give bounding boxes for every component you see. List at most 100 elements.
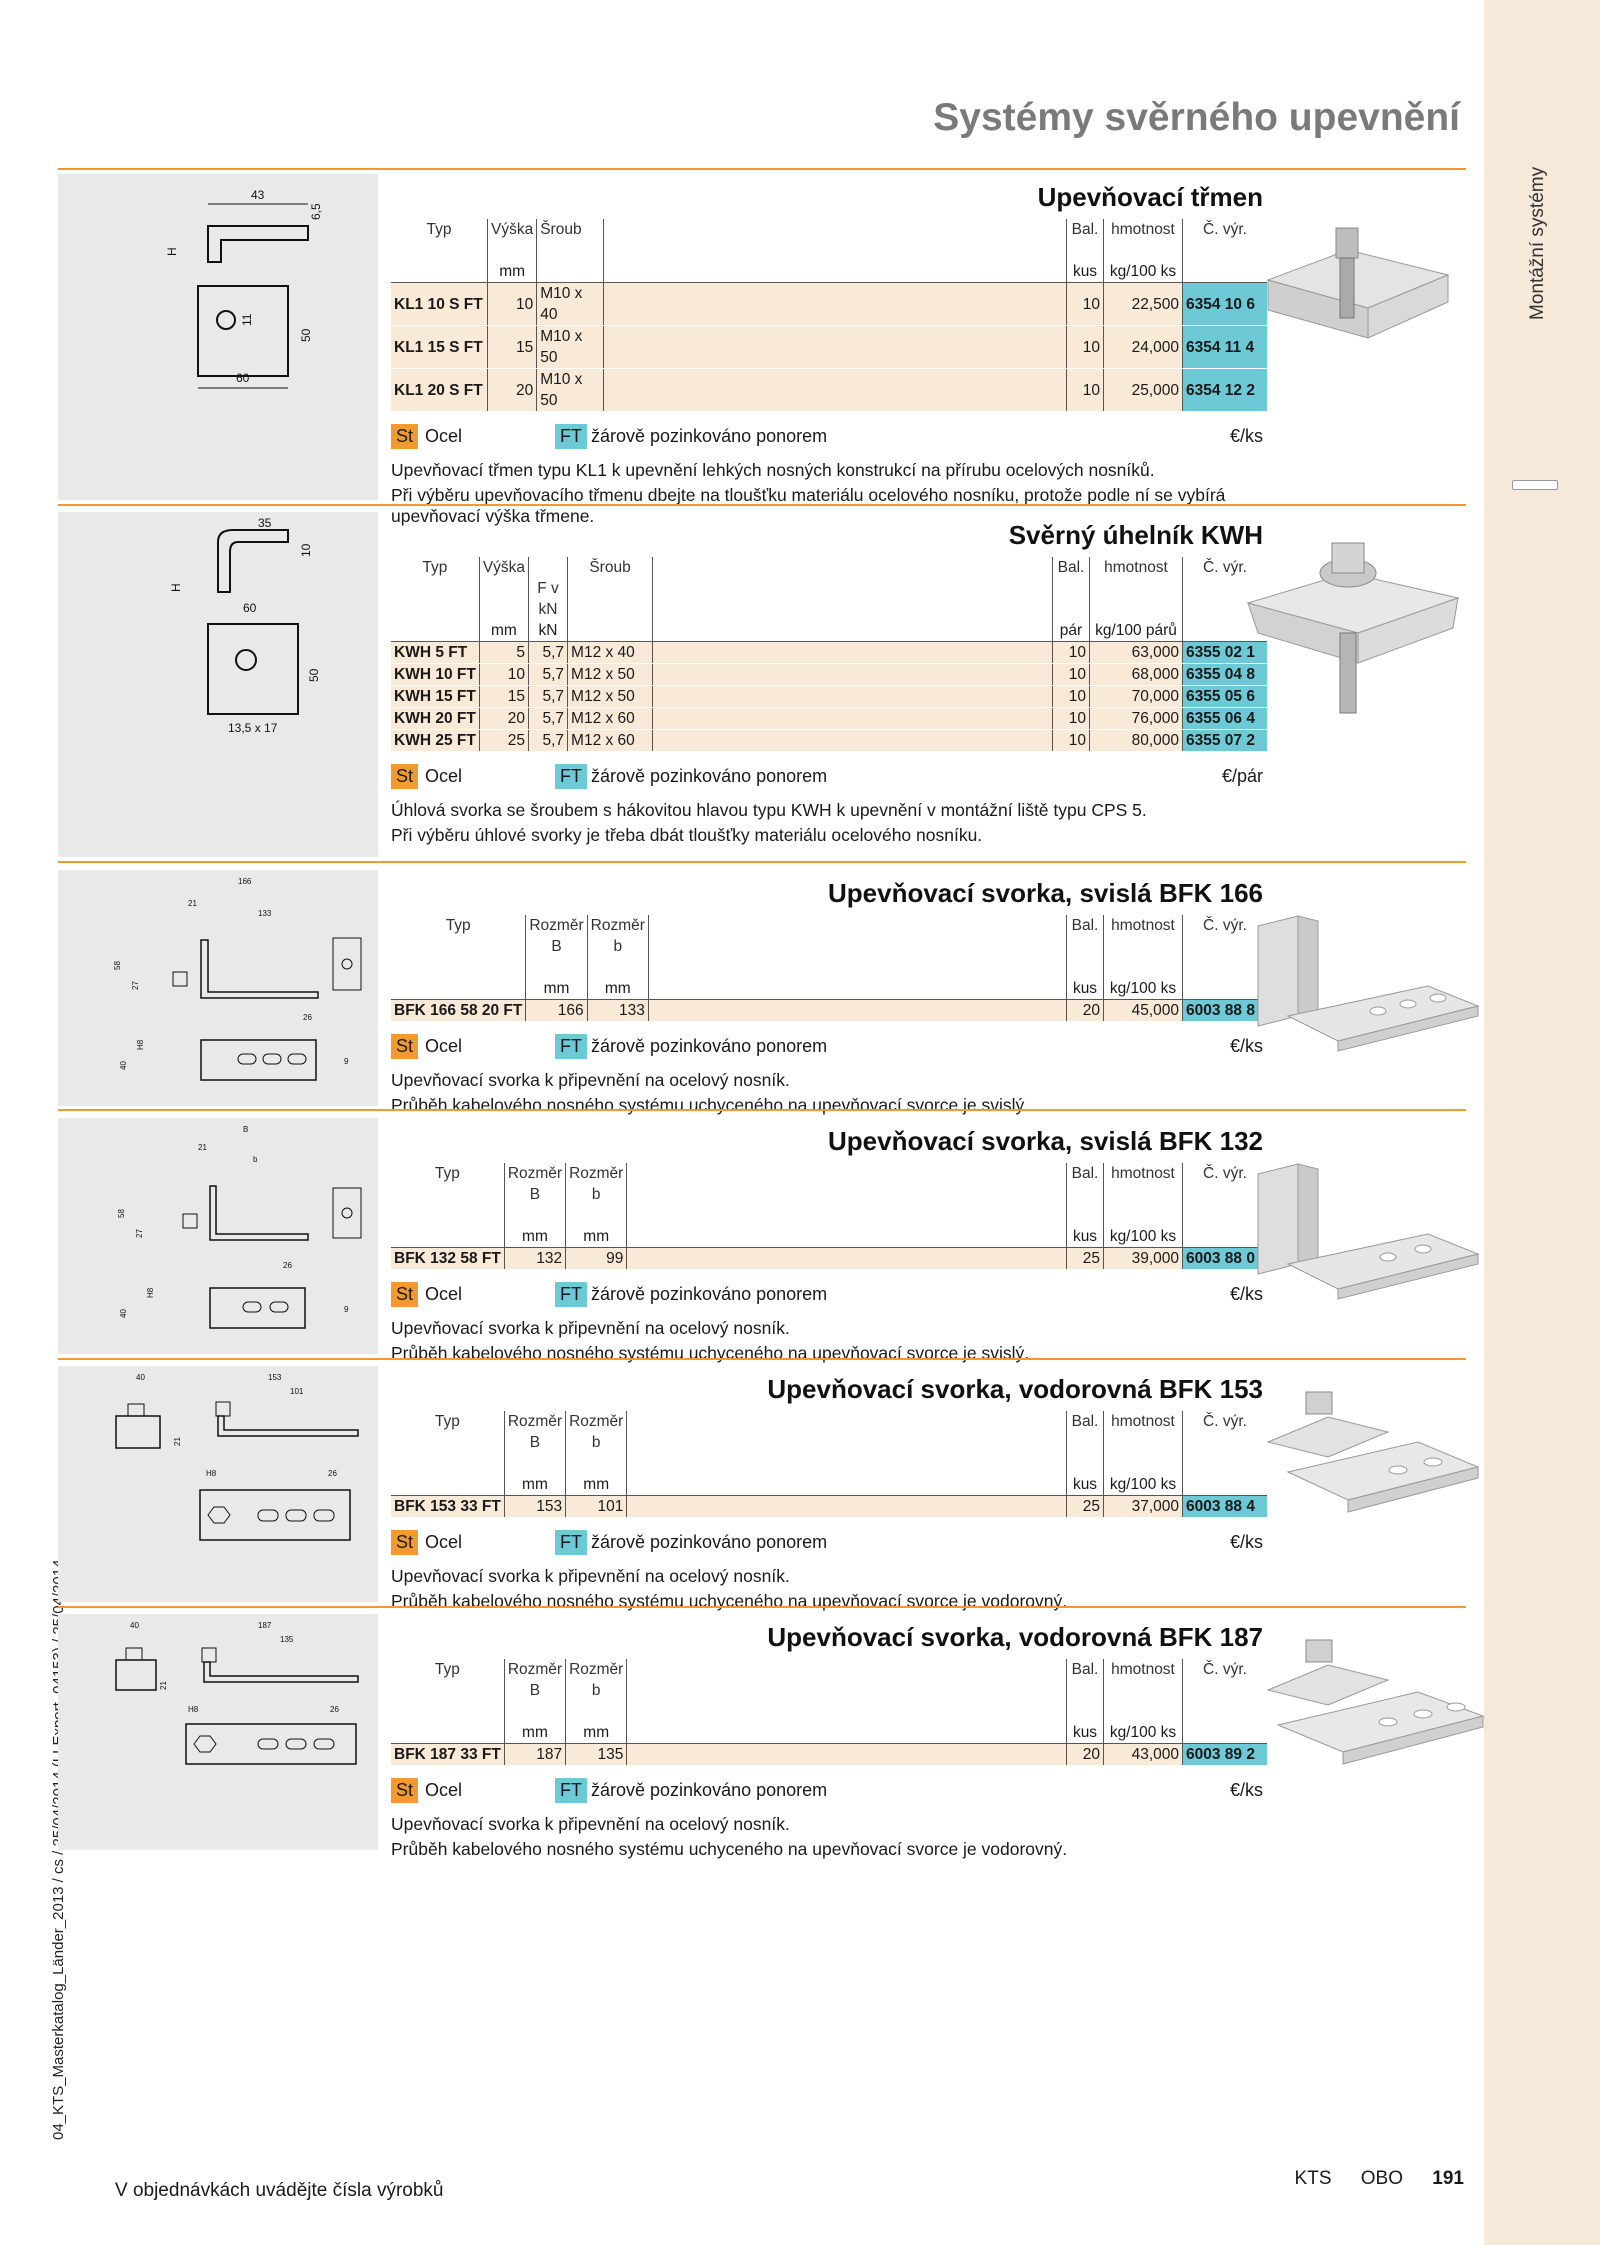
finish-badge: FT [555,1034,587,1059]
svg-text:40: 40 [119,1061,128,1070]
section-title: Svěrný úhelník KWH [1008,520,1263,550]
col-vyska: Výška [486,219,537,240]
spec-table: Typ Rozměr B Rozměr b Bal. hmotnost Č. v… [391,1411,1267,1518]
svg-text:26: 26 [328,1469,337,1478]
technical-drawing-bfk166: 166 21 133 58 27 26 H8 40 9 [58,870,378,1106]
material-label: Ocel [425,1532,463,1552]
svg-text:40: 40 [136,1373,145,1382]
finish-label: žárově pozinkováno ponorem [591,426,828,446]
svg-text:H8: H8 [136,1039,145,1050]
col-bal: Bal. [1066,219,1104,240]
spec-table: Typ Rozměr B Rozměr b Bal. hmotnost Č. v… [391,1163,1267,1270]
technical-drawing-bfk153: 40 153 101 21 H8 26 [58,1366,378,1602]
technical-drawing-bfk187: 40 187 135 21 H8 26 [58,1614,378,1850]
finish-label: žárově pozinkováno ponorem [591,766,828,786]
svg-text:6,5: 6,5 [309,203,323,220]
spec-table: Typ Výška Šroub Bal. hmotnost Č. výr. F … [391,557,1267,752]
svg-text:9: 9 [344,1057,349,1066]
finish-label: žárově pozinkováno ponorem [591,1036,828,1056]
section-bfk153: 40 153 101 21 H8 26 Upevňovací svorka, v… [58,1362,1480,1611]
price-unit: €/ks [1229,1532,1263,1552]
svg-text:50: 50 [307,668,321,682]
svg-text:187: 187 [258,1621,272,1630]
section-bfk166: 166 21 133 58 27 26 H8 40 9 Upevňovací s… [58,866,1480,1115]
spec-table: Typ Rozměr B Rozměr b Bal. hmotnost Č. v… [391,1659,1267,1766]
page-title: Systémy svěrného upevnění [933,96,1460,139]
svg-text:26: 26 [330,1705,339,1714]
svg-text:43: 43 [251,188,265,202]
article-number: 6355 05 6 [1182,685,1267,708]
page-number: 191 [1432,2168,1464,2189]
price-unit: €/ks [1229,426,1263,446]
article-number: 6354 10 6 [1182,282,1267,326]
footer-brand-kts: KTS [1294,2168,1332,2189]
col-hmotnost: hmotnost [1103,219,1183,240]
finish-badge: FT [555,1778,587,1803]
table-header-row [391,240,1267,261]
material-row: St Ocel FT žárově pozinkováno ponorem €/… [391,1530,1267,1560]
article-number: 6354 11 4 [1182,325,1267,369]
svg-text:26: 26 [283,1261,292,1270]
finish-label: žárově pozinkováno ponorem [591,1532,828,1552]
material-label: Ocel [425,766,463,786]
section-title: Upevňovací svorka, svislá BFK 132 [827,1126,1263,1156]
footer-note: V objednávkách uvádějte čísla výrobků [115,2180,444,2201]
content-bfk153: Upevňovací svorka, vodorovná BFK 153 Typ… [391,1362,1267,1612]
section-kwh: 35 10 H 60 50 13,5 x 17 Svěrný úhelník K… [58,508,1466,863]
spec-table: Typ Výška Šroub Bal. hmotnost Č. výr. mm… [391,219,1267,412]
product-photo-kwh [1228,533,1488,738]
article-number: 6003 89 2 [1182,1743,1267,1766]
price-unit: €/ks [1229,1780,1263,1800]
section-title: Upevňovací svorka, svislá BFK 166 [827,878,1263,908]
article-number: 6003 88 4 [1182,1495,1267,1518]
technical-drawing-kwh: 35 10 H 60 50 13,5 x 17 [58,512,378,857]
svg-text:H8: H8 [146,1287,155,1298]
article-number: 6003 88 8 [1182,999,1267,1022]
price-unit: €/ks [1229,1036,1263,1056]
svg-text:58: 58 [113,961,122,970]
svg-text:B: B [243,1125,248,1134]
spec-table: Typ Rozměr B Rozměr b Bal. hmotnost Č. v… [391,915,1267,1022]
article-number: 6003 88 0 [1182,1247,1267,1270]
svg-text:H: H [169,583,183,592]
section-bfk187: 40 187 135 21 H8 26 Upevňovací svorka, v… [58,1610,1485,1859]
material-row: St Ocel FT žárově pozinkováno ponorem €/… [391,1034,1267,1064]
product-photo-bfk132 [1228,1154,1488,1319]
material-row: St Ocel FT žárově pozinkováno ponorem €/… [391,424,1267,454]
finish-label: žárově pozinkováno ponorem [591,1780,828,1800]
svg-text:50: 50 [299,328,313,342]
content-kl1: Upevňovací třmen Typ Výška Šroub Bal. hm… [391,170,1267,527]
technical-drawing-kl1: 43 6,5 H 11 50 60 [58,174,378,500]
col-spacer [603,219,1067,240]
article-number: 6355 02 1 [1182,641,1267,664]
col-typ: Typ [426,221,452,238]
svg-text:10: 10 [299,543,313,557]
material-row: St Ocel FT žárově pozinkováno ponorem €/… [391,1778,1267,1808]
svg-text:21: 21 [188,899,197,908]
table-row: KL1 10 S FT 10 M10 x 40 10 22,500 6354 1… [391,282,1267,326]
svg-text:21: 21 [173,1437,182,1446]
finish-badge: FT [555,1282,587,1307]
svg-text:11: 11 [240,313,254,326]
section-title: Upevňovací třmen [1037,182,1263,212]
svg-text:b: b [253,1155,258,1164]
svg-text:133: 133 [258,909,272,918]
svg-text:135: 135 [280,1635,294,1644]
material-row: St Ocel FT žárově pozinkováno ponorem €/… [391,764,1267,794]
article-number: 6355 04 8 [1182,663,1267,686]
section-divider [58,861,1466,863]
material-label: Ocel [425,1036,463,1056]
section-divider [58,1358,1466,1360]
col-sroub: Šroub [536,219,604,240]
material-label: Ocel [425,426,463,446]
section-bfk132: B 21 b 58 27 26 H8 40 9 Upevňovací svork… [58,1114,1480,1363]
description: Úhlová svorka se šroubem s hákovitou hla… [391,800,1147,845]
product-photo-bfk166 [1228,906,1488,1071]
svg-text:H8: H8 [188,1705,199,1714]
finish-badge: FT [555,1530,587,1555]
